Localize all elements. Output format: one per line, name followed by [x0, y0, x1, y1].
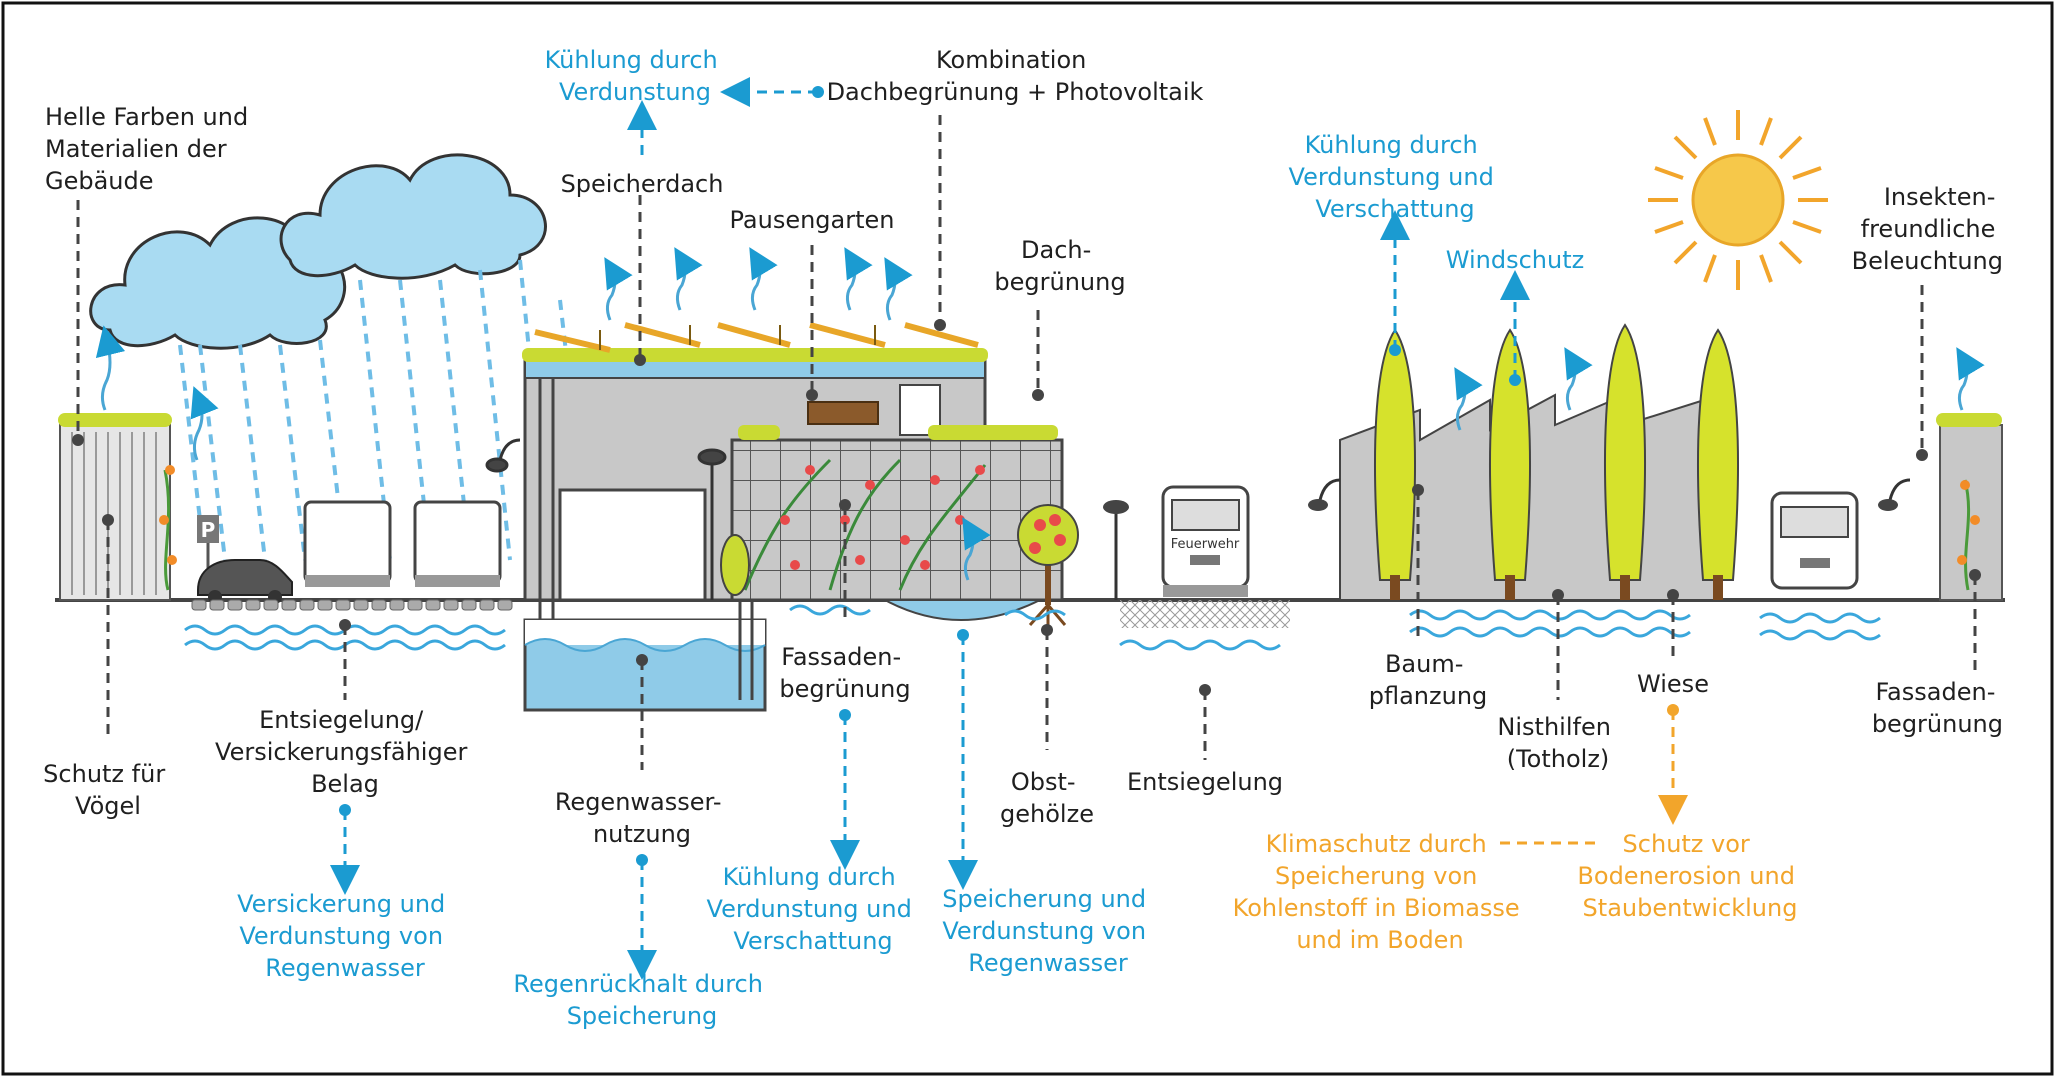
label-schutz-voegel: Schutz für Vögel	[43, 760, 173, 820]
groundwater-waves-right	[789, 604, 1881, 651]
label-nisthilfen: Nisthilfen (Totholz)	[1497, 713, 1618, 773]
label-insekten: Insekten- freundliche Beleuchtung	[1852, 183, 2003, 275]
label-kuehlung-right: Kühlung durch Verdunstung und Verschattu…	[1289, 131, 1502, 223]
label-entsiegelung-belag: Entsiegelung/ Versickerungsfähiger Belag	[215, 706, 475, 798]
label-fassadenbegruenung-right: Fassaden- begrünung	[1872, 678, 2003, 738]
street-lamp	[485, 438, 727, 600]
feuerwehr-text: Feuerwehr	[1171, 537, 1240, 552]
fruit-tree	[1017, 504, 1079, 630]
parking-area: P	[197, 500, 502, 604]
label-kuehlung-mid: Kühlung durch Verdunstung und Verschattu…	[707, 863, 920, 955]
shrub-icon	[720, 534, 750, 596]
permeable-pavement	[191, 599, 513, 611]
left-building	[58, 413, 177, 601]
container-icon	[413, 500, 502, 584]
label-speicherung-mid: Speicherung und Verdunstung von Regenwas…	[942, 885, 1154, 977]
car-icon	[197, 559, 293, 596]
unsealed-ground	[1120, 600, 1290, 628]
label-regenrueckhalt: Regenrückhalt durch Speicherung	[513, 970, 770, 1030]
label-helle-farben: Helle Farben und Materialien der Gebäude	[45, 103, 256, 195]
label-regenwassernutzung: Regenwasser- nutzung	[555, 788, 729, 848]
leader-dots	[72, 86, 1981, 866]
pond	[884, 599, 1041, 621]
label-wiese: Wiese	[1637, 670, 1709, 698]
label-kuehlung-top: Kühlung durch Verdunstung	[545, 46, 726, 106]
sun-icon	[1648, 110, 1828, 290]
fire-truck: Feuerwehr	[1161, 485, 1250, 597]
leader-lines	[76, 77, 1977, 980]
label-fassadenbegruenung-mid: Fassaden- begrünung	[779, 643, 910, 703]
bench-icon	[807, 401, 879, 425]
container-icon	[303, 500, 392, 584]
label-schutz-bodenerosion: Schutz vor Bodenerosion und Staubentwick…	[1577, 830, 1802, 922]
label-dachbegruenung: Dach- begrünung	[994, 236, 1125, 296]
label-obstgehoelze: Obst- gehölze	[1000, 768, 1094, 828]
label-baumpflanzung: Baum- pflanzung	[1369, 650, 1488, 710]
evaporation-arrows	[95, 247, 1985, 581]
green-facade-building	[720, 401, 1064, 602]
label-pausengarten: Pausengarten	[730, 206, 895, 234]
street-lamp	[1103, 500, 1129, 600]
label-versickerung: Versickerung und Verdunstung von Regenwa…	[237, 890, 453, 982]
poplar-trees	[1374, 323, 1739, 581]
label-windschutz: Windschutz	[1446, 246, 1584, 274]
retention-roof	[524, 359, 986, 379]
rain-cloud	[89, 153, 547, 350]
label-klimaschutz: Klimaschutz durch Speicherung von Kohlen…	[1233, 830, 1528, 954]
street-lamp	[1308, 478, 1341, 511]
label-kombination: Kombination Dachbegrünung + Photovoltaik	[827, 46, 1204, 106]
label-speicherdach: Speicherdach	[561, 170, 724, 198]
right-truck	[1770, 491, 1859, 590]
label-entsiegelung: Entsiegelung	[1127, 768, 1283, 796]
parking-sign-text: P	[201, 518, 216, 542]
